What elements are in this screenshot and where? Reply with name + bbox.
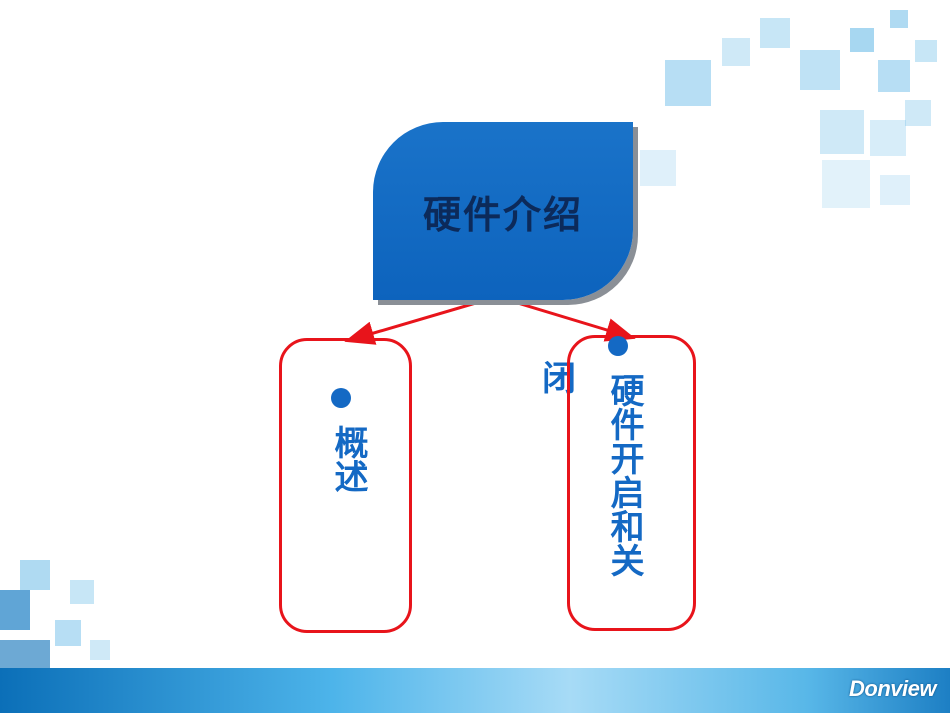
left-item-bullet: [331, 388, 351, 408]
main-topic-node: 硬件介绍: [373, 122, 633, 300]
left-item-highlight-box: [279, 338, 412, 633]
right-item-bullet: [608, 336, 628, 356]
overflow-character: 闭: [542, 359, 576, 399]
right-item-highlight-box: [567, 335, 696, 631]
arrow-to-left-item: [344, 298, 487, 345]
footer-band: [0, 668, 950, 713]
main-topic-label: 硬件介绍: [422, 192, 583, 237]
arrow-to-right-item: [507, 298, 636, 342]
left-item-label: 概述: [328, 425, 368, 493]
brand-logo: Donview: [849, 676, 936, 701]
right-item-label: 硬件开启和关: [604, 373, 644, 577]
